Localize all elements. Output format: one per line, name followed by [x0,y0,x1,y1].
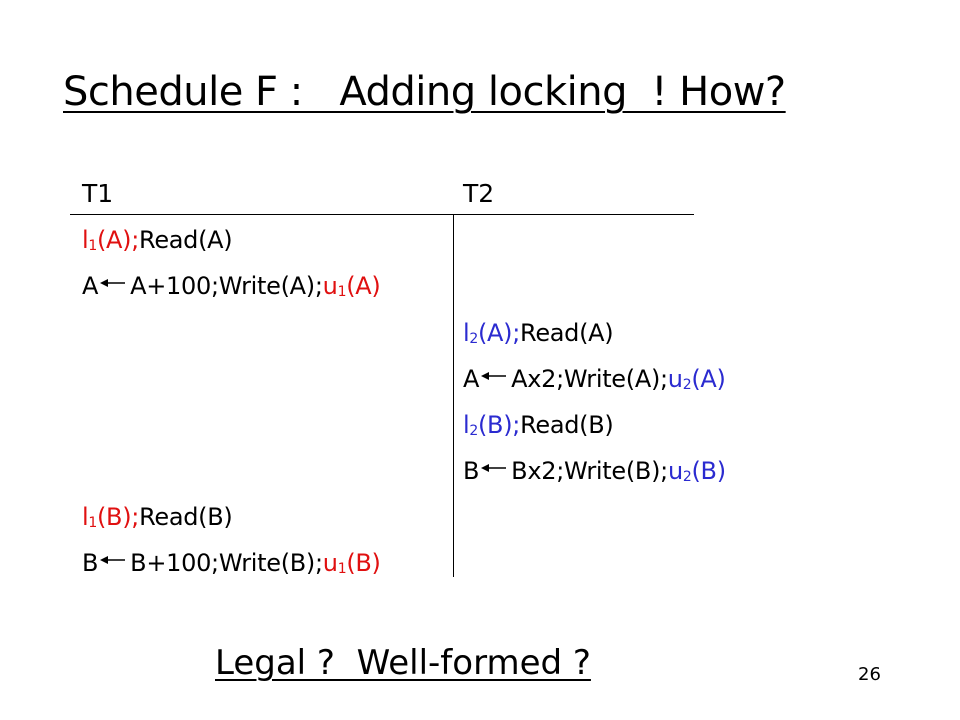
left-arrow-icon [100,279,126,287]
t2-row-write-b: B Bx2;Write(B);u2(B) [463,456,726,490]
t1-row-lock-a: l1(A);Read(A) [82,225,233,259]
slide-footer-question: Legal ? Well-formed ? [215,643,591,683]
t2-unlock-b: u2(B) [667,457,726,485]
slide-title: Schedule F : Adding locking ! How? [63,69,786,115]
t2-lock-a: l2(A); [463,319,521,347]
t2-var-a: A [463,365,480,393]
t1-row-write-a: A A+100;Write(A);u1(A) [82,271,381,305]
t2-read-a: Read(A) [520,319,614,347]
t1-read-a: Read(A) [139,226,233,254]
t2-row-write-a: A Ax2;Write(A);u2(A) [463,364,726,398]
left-arrow-icon [100,556,126,564]
left-arrow-icon [481,464,507,472]
t1-unlock-b: u1(B) [322,549,381,577]
page-number: 26 [858,664,881,685]
t2-read-b: Read(B) [520,411,614,439]
t2-expr-a: Ax2;Write(A); [511,365,668,393]
t1-var-b: B [82,549,99,577]
column-divider [453,215,454,577]
t2-row-lock-a: l2(A);Read(A) [463,318,614,352]
t1-expr-b: B+100;Write(B); [130,549,323,577]
t2-row-lock-b: l2(B);Read(B) [463,410,614,444]
t1-lock-b: l1(B); [82,503,140,531]
t1-lock-a: l1(A); [82,226,140,254]
column-header-t1: T1 [82,179,114,208]
header-divider [70,214,694,215]
t2-expr-b: Bx2;Write(B); [511,457,668,485]
left-arrow-icon [481,372,507,380]
t1-row-write-b: B B+100;Write(B);u1(B) [82,548,381,582]
t1-unlock-a: u1(A) [322,272,381,300]
t1-row-lock-b: l1(B);Read(B) [82,502,233,536]
t2-lock-b: l2(B); [463,411,521,439]
t1-read-b: Read(B) [139,503,233,531]
t1-var-a: A [82,272,99,300]
t1-expr-a: A+100;Write(A); [130,272,323,300]
column-header-t2: T2 [463,179,495,208]
t2-unlock-a: u2(A) [667,365,726,393]
t2-var-b: B [463,457,480,485]
